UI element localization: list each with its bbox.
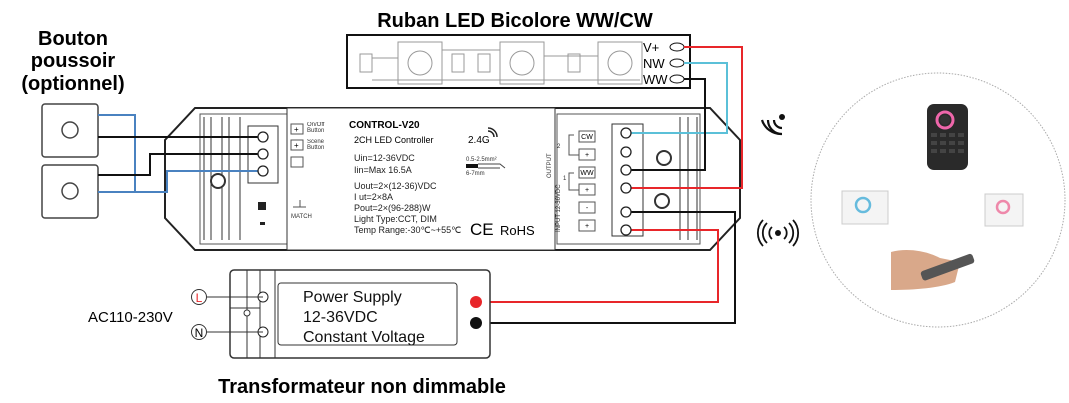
svg-text:+: +: [585, 152, 589, 159]
wall-panel-icon: [841, 190, 889, 225]
svg-text:-: -: [586, 205, 589, 212]
on-off-button[interactable]: [290, 123, 304, 135]
wall-panel-icon: [984, 193, 1024, 227]
smartphone-hand-icon: [891, 250, 975, 290]
svg-text:Temp Range:-30℃~+55℃: Temp Range:-30℃~+55℃: [354, 225, 461, 235]
scene-label: Scene Button: [307, 139, 325, 151]
svg-text:Iin=Max 16.5A: Iin=Max 16.5A: [354, 165, 412, 175]
match-label: MATCH: [291, 214, 312, 220]
controller-label: CONTROL-V20 2CH LED Controller 2.4G Uin=…: [290, 120, 596, 239]
push-button-2[interactable]: [41, 164, 99, 219]
screw-terminals: [257, 127, 632, 236]
remote-control-icon: [927, 104, 968, 170]
ac-label: AC110-230V: [88, 309, 173, 326]
svg-text:Uout=2×(12-36)VDC: Uout=2×(12-36)VDC: [354, 181, 437, 191]
svg-text:Pout=2×(96-288)W: Pout=2×(96-288)W: [354, 203, 431, 213]
freq-label: 2.4G: [468, 135, 490, 146]
psu-title: Transformateur non dimmable: [218, 376, 506, 398]
svg-text:poussoir: poussoir: [31, 50, 116, 72]
neutral-label: N: [195, 326, 204, 340]
svg-text:+: +: [585, 223, 589, 230]
svg-text:+: +: [294, 125, 299, 134]
push-button-1[interactable]: [41, 103, 99, 158]
ce-mark: CE: [470, 220, 494, 239]
svg-text:6-7mm: 6-7mm: [466, 171, 485, 177]
input-label: INPUT 12-36VDC: [556, 184, 562, 232]
svg-text:+: +: [585, 187, 589, 194]
control-devices: [810, 72, 1066, 328]
model-label: CONTROL-V20: [349, 120, 420, 131]
svg-text:+: +: [294, 141, 299, 150]
subtitle-label: 2CH LED Controller: [354, 135, 434, 145]
output-label: OUTPUT: [547, 153, 553, 178]
strip-title: Ruban LED Bicolore WW/CW: [377, 10, 653, 32]
svg-text:Constant Voltage: Constant Voltage: [303, 329, 425, 346]
svg-text:(optionnel): (optionnel): [21, 73, 124, 95]
svg-text:Uin=12-36VDC: Uin=12-36VDC: [354, 153, 415, 163]
broadcast-icon: [756, 219, 800, 247]
live-label: L: [196, 291, 203, 305]
pin-ww: WW: [643, 72, 668, 87]
wires: [98, 46, 743, 324]
svg-text:12-36VDC: 12-36VDC: [303, 309, 378, 326]
controller: [164, 107, 741, 251]
svg-text:I ut=2×8A: I ut=2×8A: [354, 192, 393, 202]
channel-1-label: 1: [563, 176, 567, 182]
svg-text:Power Supply: Power Supply: [303, 289, 402, 306]
channel-2-label: 2: [557, 144, 561, 150]
svg-text:Bouton: Bouton: [38, 28, 108, 50]
button-title: Bouton poussoir (optionnel): [21, 28, 124, 95]
pin-nw: NW: [643, 56, 665, 71]
controller-buttons: + + On/Off Button Scene Button MATCH: [290, 122, 325, 220]
svg-text:0.5-2.5mm²: 0.5-2.5mm²: [466, 157, 497, 163]
pin-vplus: V+: [643, 40, 659, 55]
wireless-remote-icon: [760, 114, 785, 136]
wireless-icon: [487, 127, 498, 138]
scene-button[interactable]: [290, 139, 304, 151]
svg-text:Light Type:CCT, DIM: Light Type:CCT, DIM: [354, 214, 437, 224]
svg-text:WW: WW: [580, 170, 594, 177]
on-off-label: On/Off Button: [307, 122, 325, 134]
power-supply: Power Supply 12-36VDC Constant Voltage L…: [88, 269, 491, 359]
led-strip: V+ NW WW: [346, 34, 691, 89]
rohs-mark: RoHS: [500, 223, 535, 238]
svg-text:CW: CW: [581, 134, 593, 141]
